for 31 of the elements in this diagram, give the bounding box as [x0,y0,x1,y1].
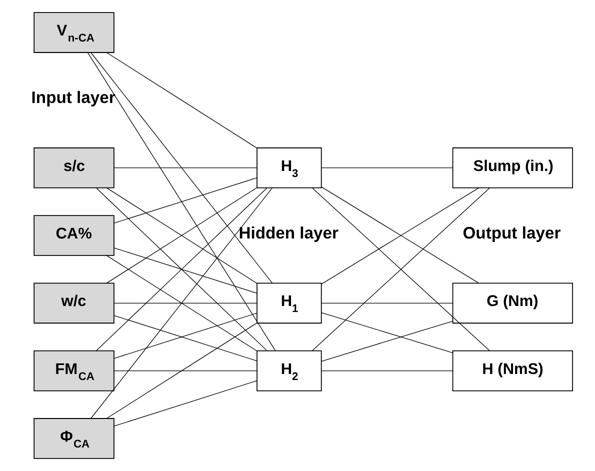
node-box: w/c [34,282,114,324]
connector [321,370,453,372]
label: Input layer [31,88,116,107]
node-box: H$_{3}$ [256,147,322,188]
connector [321,302,453,304]
connector [106,52,258,148]
connector [106,187,258,284]
node-box: Slump (in.) [452,147,573,188]
connector [90,52,272,284]
node-box: V$_{n-CA}$ [34,12,114,53]
connector [114,370,258,372]
connector [321,312,453,354]
node-box: Φ$_{CA}$ [34,418,114,459]
connector [106,255,258,352]
connector [114,380,258,426]
connector [321,320,453,362]
node-box: FM$_{CA}$ [34,350,114,392]
connector [114,248,258,294]
connector [114,302,258,304]
node-box: G (Nm) [452,282,573,324]
node-box: CA% [34,215,114,256]
connector [114,177,258,224]
label: Output layer [462,223,561,242]
label: Hidden layer [238,223,339,242]
connector [90,188,272,418]
connector [87,52,276,352]
node-box: s/c [34,147,114,188]
node-box: H$_{2}$ [256,350,322,392]
node-box: H$_{1}$ [256,282,322,324]
connector [106,322,258,419]
node-box: H (NmS) [452,350,573,392]
